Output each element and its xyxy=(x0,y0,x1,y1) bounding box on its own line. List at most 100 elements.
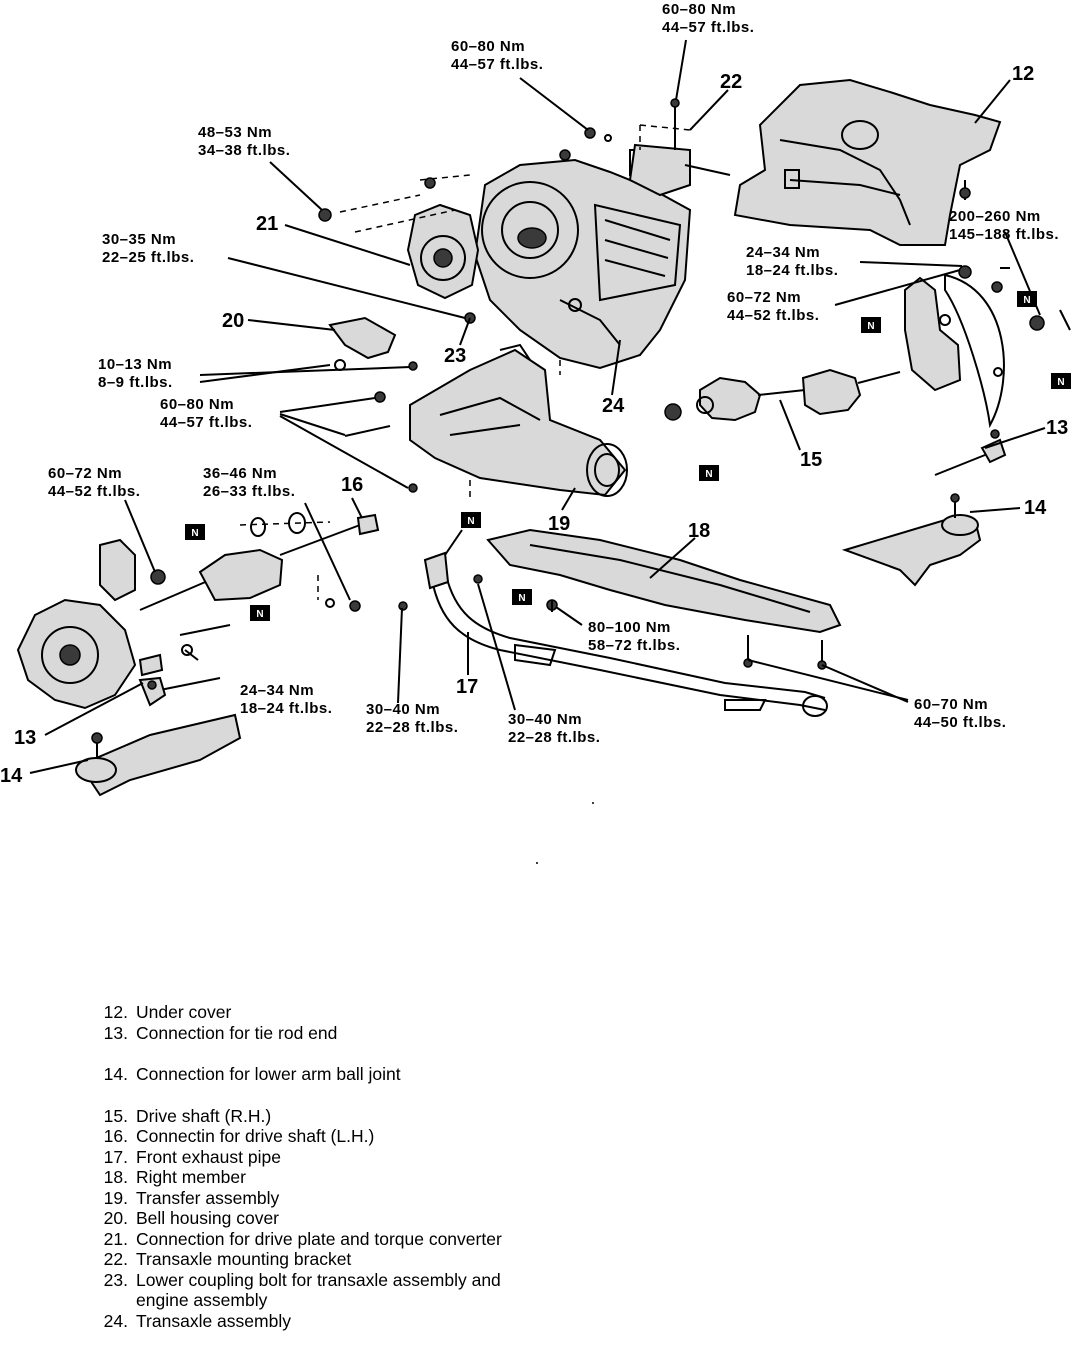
legend-item: 19. Transfer assembly xyxy=(88,1188,548,1209)
torque-nm: 30–40 Nm xyxy=(366,701,440,718)
callout-22: 22 xyxy=(720,71,742,93)
torque-ft: 44–52 ft.lbs. xyxy=(727,307,819,324)
bell-housing-cover-drawing xyxy=(328,312,476,371)
legend-item: 22. Transaxle mounting bracket xyxy=(88,1249,548,1270)
callout-14-left: 14 xyxy=(0,765,23,787)
torque-ft: 18–24 ft.lbs. xyxy=(746,262,838,279)
legend-number: 21. xyxy=(103,1228,128,1249)
torque-ft: 34–38 ft.lbs. xyxy=(198,142,290,159)
left-hub-drawing xyxy=(16,538,231,710)
legend-item: 17. Front exhaust pipe xyxy=(88,1147,548,1168)
torque-nm: 200–260 Nm xyxy=(949,208,1041,225)
right-lower-arm-drawing xyxy=(841,493,982,587)
legend-text: Drive shaft (R.H.) xyxy=(136,1105,272,1126)
callout-23: 23 xyxy=(444,345,466,367)
n-mark: N xyxy=(185,524,205,540)
svg-text:N: N xyxy=(256,609,263,620)
callout-17: 17 xyxy=(456,676,478,698)
legend-item: 13.Connection for tie rod end xyxy=(88,1023,548,1044)
n-mark: N xyxy=(1051,373,1071,389)
torque-nm: 80–100 Nm xyxy=(588,619,671,636)
mounting-bracket-drawing xyxy=(584,98,731,197)
torque-nm: 48–53 Nm xyxy=(198,124,272,141)
callout-19: 19 xyxy=(548,513,570,535)
n-mark: N xyxy=(699,465,719,481)
left-tie-rod-drawing xyxy=(138,676,221,707)
svg-text:N: N xyxy=(467,516,474,527)
torque-nm: 60–80 Nm xyxy=(662,1,736,18)
svg-text:N: N xyxy=(191,528,198,539)
torque-ft: 22–28 ft.lbs. xyxy=(508,729,600,746)
callout-21: 21 xyxy=(256,213,278,235)
callout-13-left: 13 xyxy=(14,727,36,749)
svg-text:N: N xyxy=(518,593,525,604)
legend-item: 16. Connectin for drive shaft (L.H.) xyxy=(88,1126,548,1147)
n-mark: N xyxy=(461,512,481,528)
legend-item: 15. Drive shaft (R.H.) xyxy=(88,1106,548,1127)
torque-ft: 44–52 ft.lbs. xyxy=(48,483,140,500)
torque-nm: 10–13 Nm xyxy=(98,356,172,373)
torque-labels: 60–80 Nm 44–57 ft.lbs. 60–80 Nm 44–57 ft… xyxy=(48,1,1059,746)
right-tie-rod-drawing xyxy=(934,429,1007,476)
callout-16: 16 xyxy=(341,474,363,496)
callout-18: 18 xyxy=(688,520,710,542)
legend-number: 23. xyxy=(103,1269,128,1290)
torque-nm: 24–34 Nm xyxy=(240,682,314,699)
torque-nm: 36–46 Nm xyxy=(203,465,277,482)
svg-text:N: N xyxy=(1023,295,1030,306)
legend-item: 12. Under cover xyxy=(88,1002,548,1023)
drive-plate-drawing xyxy=(318,174,480,300)
torque-ft: 8–9 ft.lbs. xyxy=(98,374,173,391)
legend-text: Connection for tie rod end xyxy=(136,1022,338,1043)
torque-ft: 22–25 ft.lbs. xyxy=(102,249,194,266)
n-marks: N N N N N N N N xyxy=(185,291,1071,621)
drive-shaft-lh-drawing xyxy=(139,512,380,612)
n-mark: N xyxy=(1017,291,1037,307)
legend-text: Transaxle mounting bracket xyxy=(136,1249,352,1269)
svg-text:N: N xyxy=(1057,377,1064,388)
legend-number: 15. xyxy=(103,1105,128,1126)
torque-ft: 145–188 ft.lbs. xyxy=(949,226,1059,243)
legend-text: Connectin for drive shaft (L.H.) xyxy=(136,1126,375,1146)
transaxle-assembly-drawing xyxy=(473,149,692,370)
front-exhaust-pipe-drawing xyxy=(398,551,828,717)
callout-numbers: 12 22 21 20 23 24 15 13 14 16 19 18 17 1… xyxy=(0,63,1068,787)
torque-nm: 60–72 Nm xyxy=(727,289,801,306)
legend-item: 21.Connection for drive plate and torque… xyxy=(88,1229,548,1250)
legend-number: 20. xyxy=(103,1208,128,1228)
callout-15: 15 xyxy=(800,449,822,471)
torque-ft: 44–57 ft.lbs. xyxy=(662,19,754,36)
callout-12: 12 xyxy=(1012,63,1034,85)
legend-text: Under cover xyxy=(136,1002,232,1022)
legend-number: 18. xyxy=(103,1167,128,1187)
torque-ft: 22–28 ft.lbs. xyxy=(366,719,458,736)
svg-text:N: N xyxy=(705,469,712,480)
legend-number: 22. xyxy=(103,1249,128,1269)
drive-shaft-rh-drawing xyxy=(664,368,901,422)
legend-number: 12. xyxy=(103,1002,128,1022)
legend-number: 19. xyxy=(103,1187,128,1208)
callout-13-right: 13 xyxy=(1046,417,1068,439)
right-hub-drawing xyxy=(904,265,1071,429)
torque-ft: 44–50 ft.lbs. xyxy=(914,714,1006,731)
torque-ft: 58–72 ft.lbs. xyxy=(588,637,680,654)
n-mark: N xyxy=(250,605,270,621)
legend-item: 20. Bell housing cover xyxy=(88,1208,548,1229)
legend-text: Connection for lower arm ball joint xyxy=(136,1064,401,1084)
legend-number: 16. xyxy=(103,1126,128,1146)
torque-nm: 60–70 Nm xyxy=(914,696,988,713)
callout-14-right: 14 xyxy=(1024,497,1047,519)
legend-text: Transfer assembly xyxy=(136,1187,280,1208)
legend-number: 17. xyxy=(103,1146,128,1167)
torque-nm: 30–40 Nm xyxy=(508,711,582,728)
legend-item: 24.Transaxle assembly xyxy=(88,1311,548,1332)
right-member-drawing xyxy=(486,528,842,670)
n-mark: N xyxy=(512,589,532,605)
n-mark: N xyxy=(861,317,881,333)
legend-text: Lower coupling bolt for transaxle assemb… xyxy=(136,1269,501,1311)
legend-text: Bell housing cover xyxy=(136,1208,279,1228)
legend-text: Front exhaust pipe xyxy=(136,1146,281,1167)
torque-ft: 26–33 ft.lbs. xyxy=(203,483,295,500)
callout-20: 20 xyxy=(222,310,244,332)
